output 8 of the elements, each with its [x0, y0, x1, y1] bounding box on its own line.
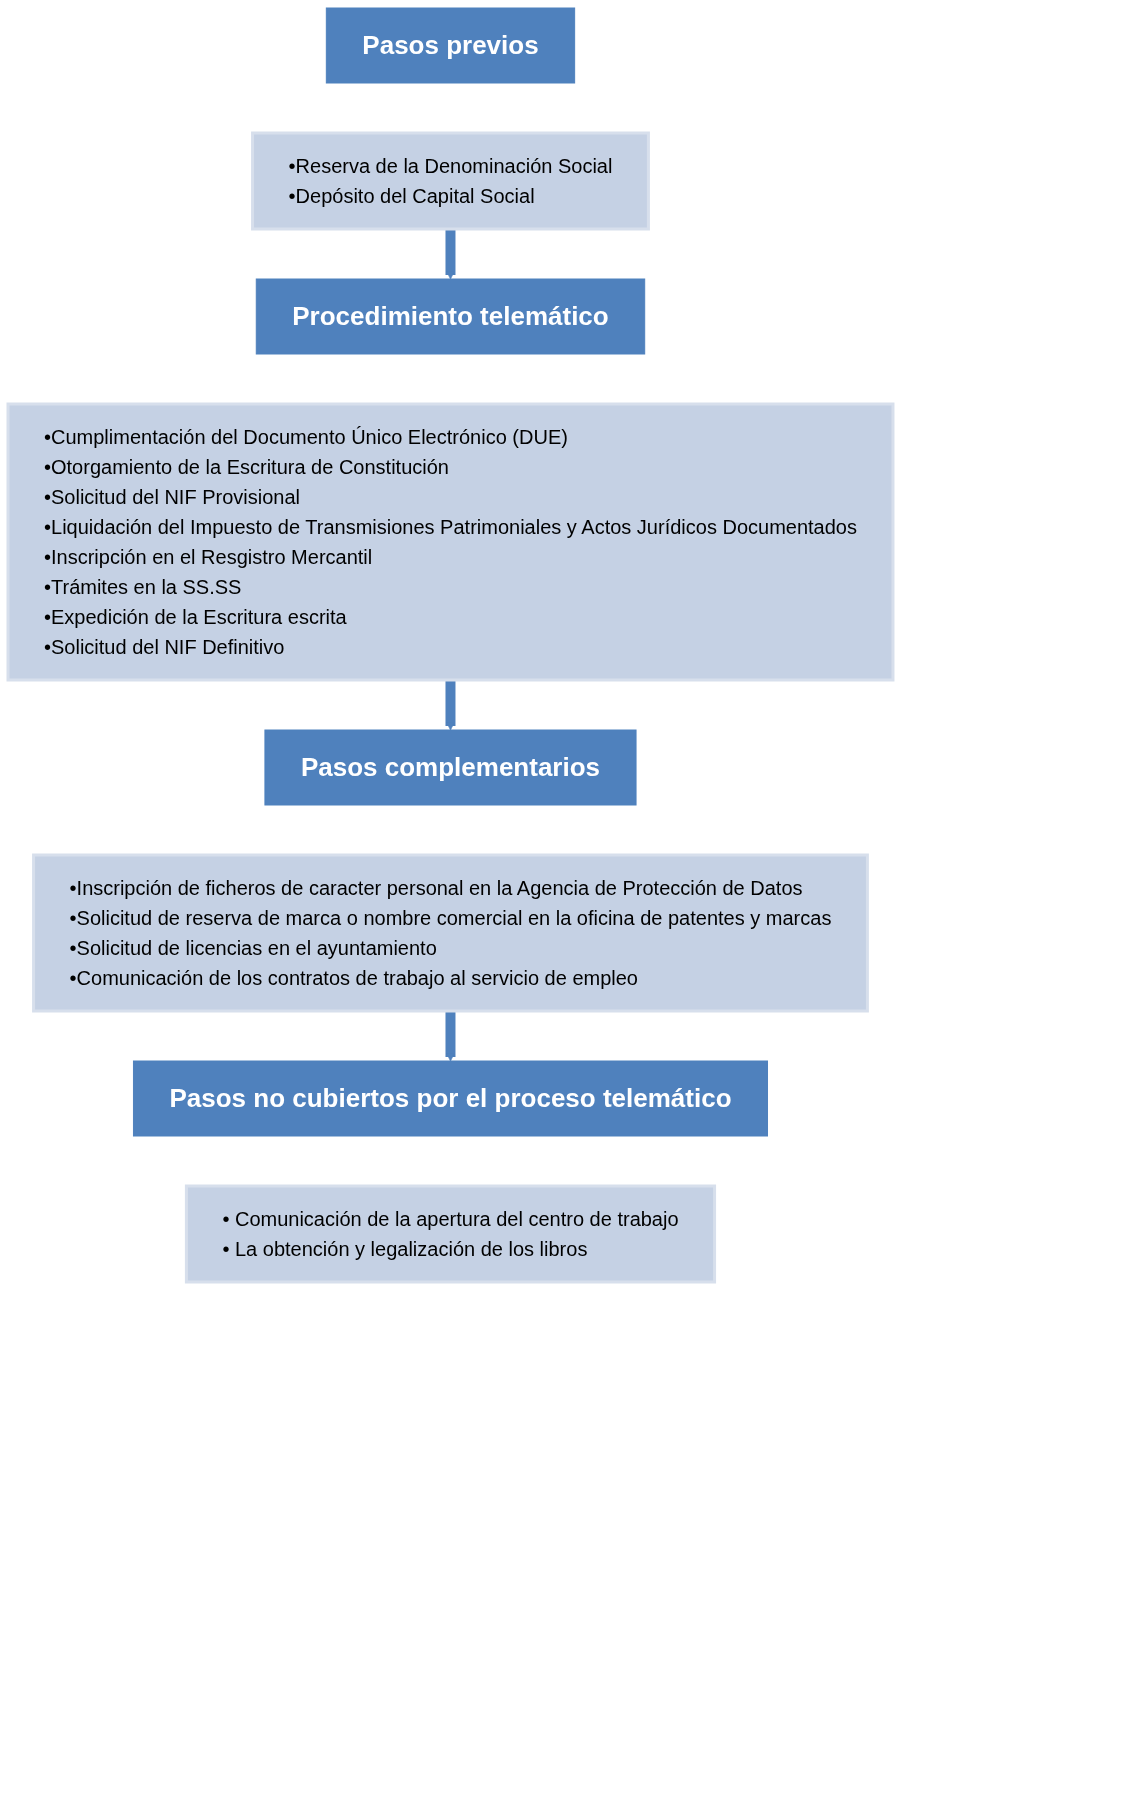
- node-box: Pasos no cubiertos por el proceso telemático: [132, 1060, 768, 1137]
- node-box: • Comunicación de la apertura del centro de trabajo • La obtención y legalización de los libros: [184, 1184, 717, 1284]
- node-box: •Cumplimentación del Documento Único Electrónico (DUE) •Otorgamiento de la Escritura de Constitución •Solicitud del NIF Provisional •Liquidación del Impuesto de Transmisiones Patrimoniales y Actos Jurídicos Documentados •Inscripción en el Resgistro Mercantil •Trámites en la SS.SS •Expedición de la Escritura escrita •Solicitud del NIF Definitivo: [6, 402, 895, 682]
- node-box: Procedimiento telemático: [255, 278, 646, 355]
- node-box: •Inscripción de ficheros de caracter personal en la Agencia de Protección de Datos •Solicitud de reserva de marca o nombre comercial en la oficina de patentes y marcas •Solicitud de licencias en el ayuntamiento •Comunicación de los contratos de trabajo al servicio de empleo: [32, 853, 869, 1013]
- node-box: Pasos complementarios: [264, 729, 637, 806]
- node-box: •Reserva de la Denominación Social •Depósito del Capital Social: [251, 131, 650, 231]
- node-box: Pasos previos: [325, 7, 576, 84]
